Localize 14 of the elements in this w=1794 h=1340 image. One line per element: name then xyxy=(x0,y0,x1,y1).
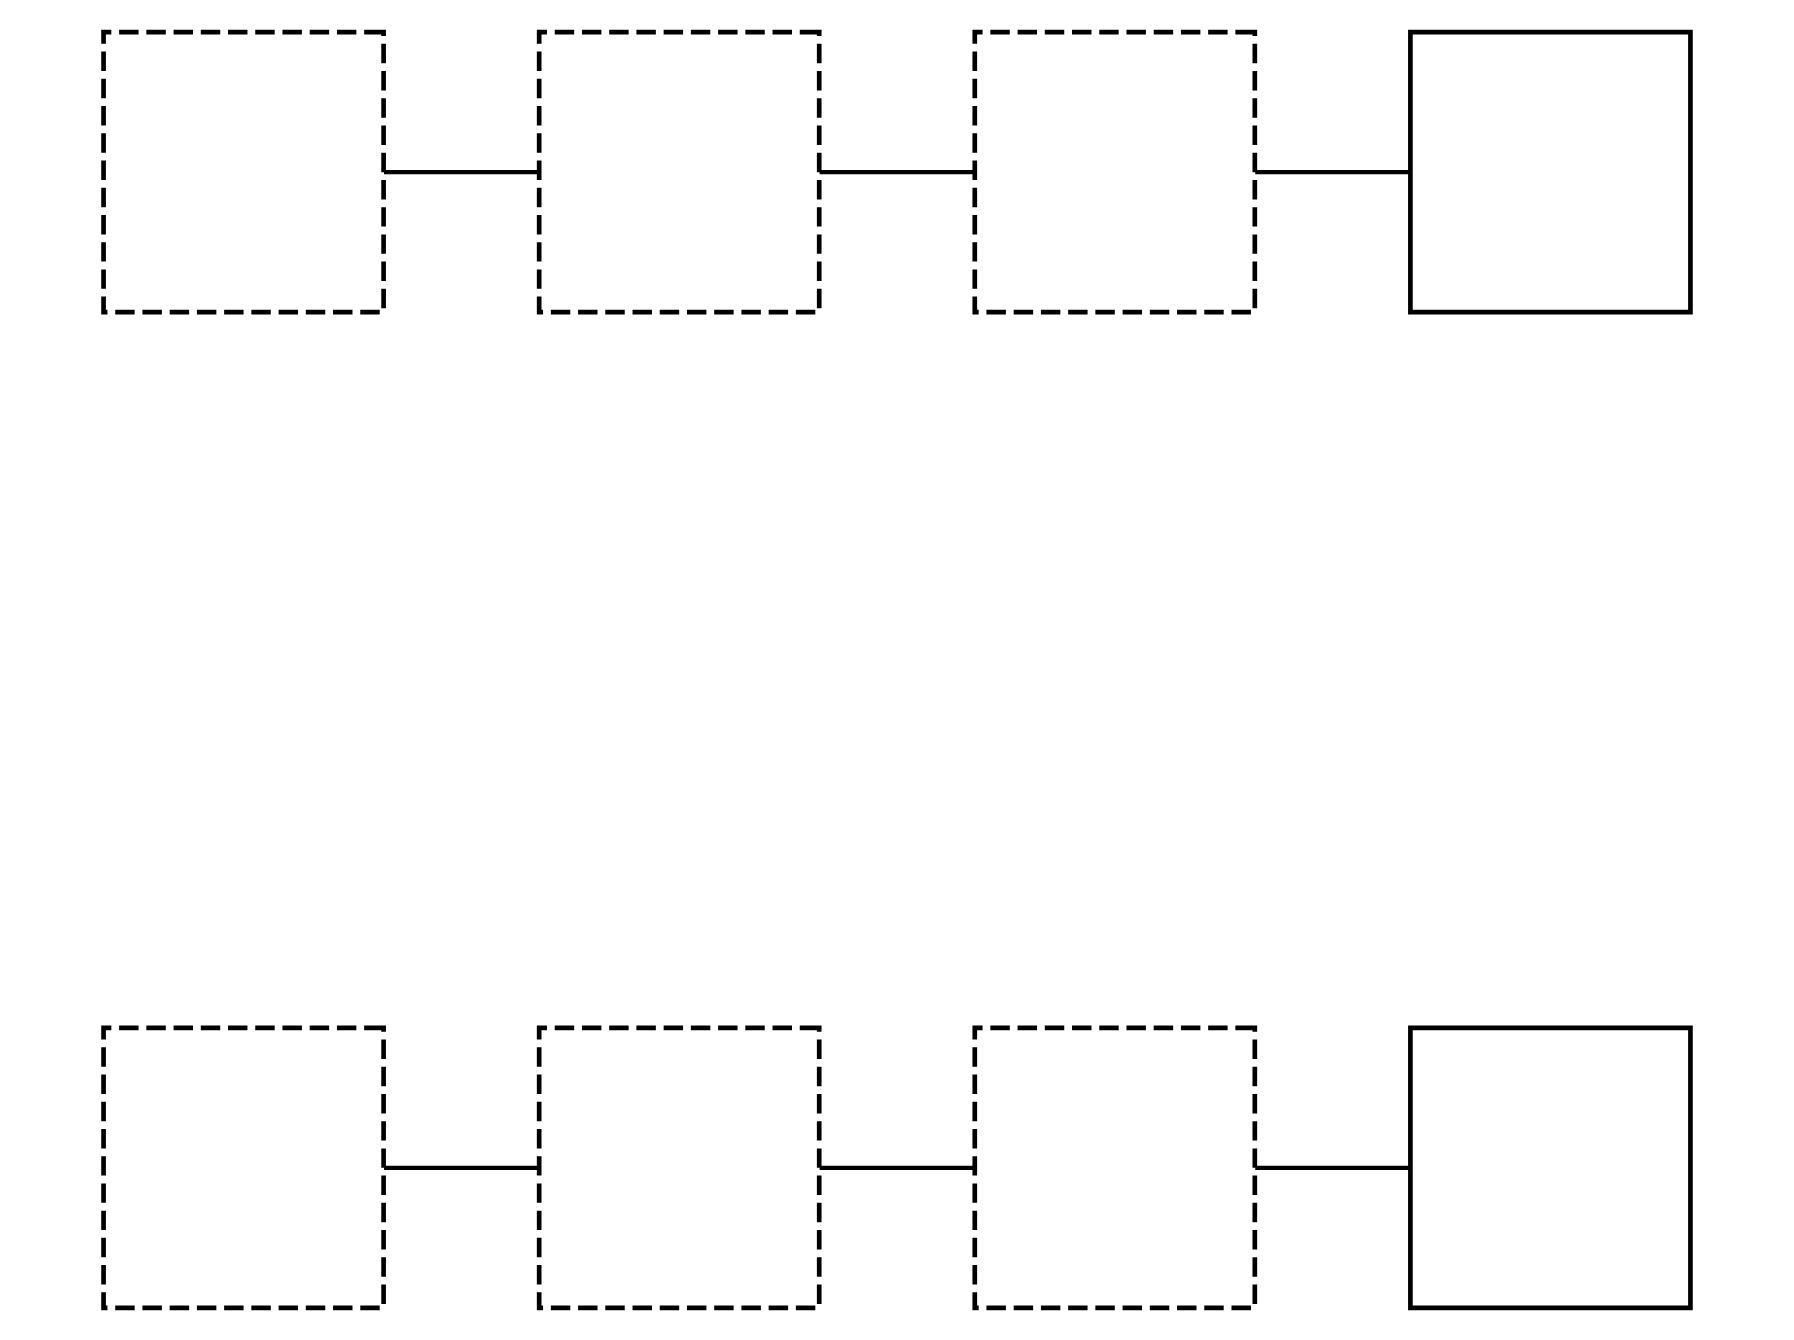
node-box xyxy=(972,1025,1258,1311)
node-box xyxy=(536,29,822,315)
connector xyxy=(384,1165,539,1170)
node-box xyxy=(101,1025,386,1311)
node-box xyxy=(1408,29,1693,315)
node-box xyxy=(972,29,1258,315)
node-box xyxy=(536,1025,822,1311)
connector xyxy=(1255,1165,1410,1170)
connector xyxy=(819,1165,975,1170)
connector xyxy=(819,170,975,175)
node-box xyxy=(1408,1025,1693,1311)
connector xyxy=(384,170,539,175)
connector xyxy=(1255,170,1410,175)
node-box xyxy=(101,29,386,315)
